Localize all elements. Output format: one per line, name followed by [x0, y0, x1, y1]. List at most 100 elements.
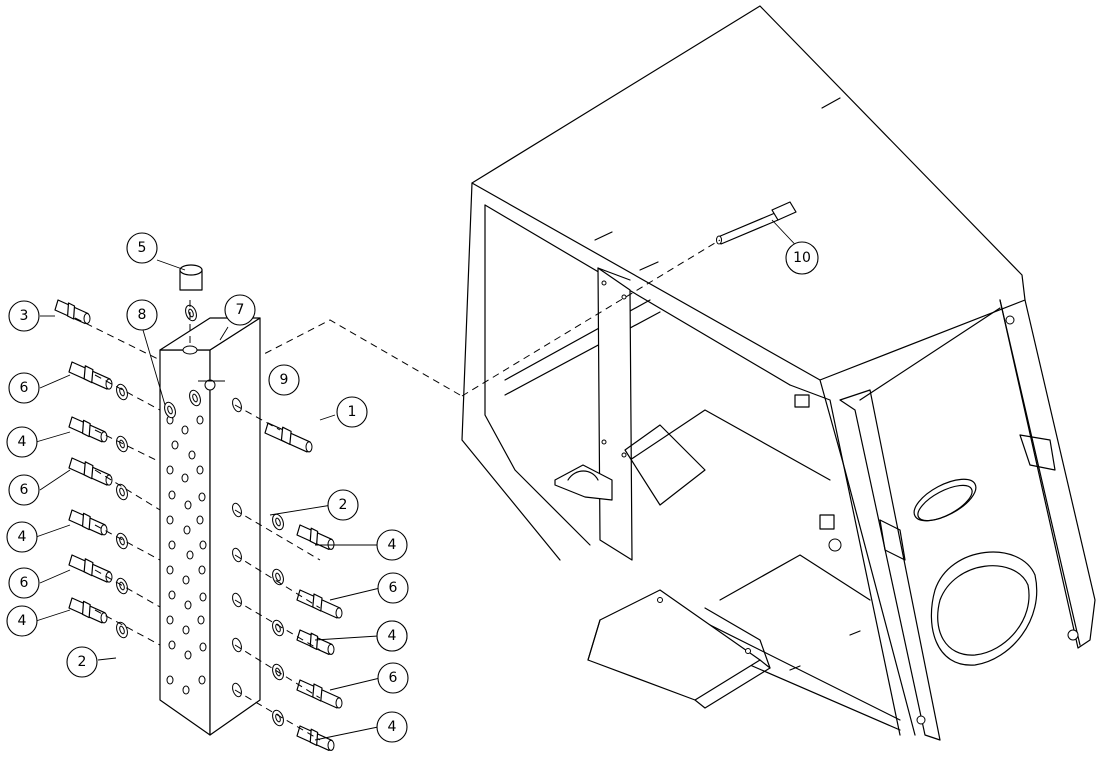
callout-c5: 5 — [126, 232, 158, 264]
fitting — [296, 679, 343, 709]
callout-label: 2 — [339, 497, 348, 513]
callout-c6b: 6 — [8, 474, 40, 506]
port-hole — [166, 675, 174, 685]
port-hole — [168, 490, 176, 500]
washer — [116, 532, 128, 550]
callout-c4g: 4 — [376, 620, 408, 652]
callout-label: 6 — [389, 670, 398, 686]
washer — [116, 621, 128, 639]
port-hole — [182, 575, 190, 585]
fitting — [296, 589, 343, 619]
washer — [116, 435, 128, 453]
housing — [461, 5, 1096, 741]
washer — [272, 709, 284, 727]
fitting — [68, 361, 113, 390]
side-port-hole — [232, 397, 242, 413]
port-hole — [196, 465, 204, 475]
port-hole — [186, 550, 194, 560]
washer — [116, 577, 128, 595]
port-hole — [199, 592, 207, 602]
callout-circle — [376, 620, 408, 652]
port-hole — [188, 450, 196, 460]
callout-label: 7 — [236, 302, 245, 318]
side-port-hole — [232, 637, 242, 653]
callouts: 1223444444456666678910 — [6, 219, 819, 743]
port-hole — [182, 625, 190, 635]
washer — [116, 483, 128, 501]
port-hole — [166, 515, 174, 525]
port-hole — [196, 415, 204, 425]
callout-label: 6 — [20, 380, 29, 396]
callout-circle — [6, 521, 38, 553]
callout-circle — [126, 232, 158, 264]
callout-label: 6 — [20, 482, 29, 498]
washer — [189, 389, 201, 407]
callout-c7: 7 — [224, 294, 256, 326]
callout-circle — [785, 241, 819, 275]
callout-circle — [336, 396, 368, 428]
callout-circle — [6, 605, 38, 637]
port-hole — [181, 473, 189, 483]
port-hole — [166, 465, 174, 475]
callout-label: 1 — [348, 404, 357, 420]
plug — [179, 264, 203, 291]
port-hole — [197, 615, 205, 625]
port-hole — [198, 492, 206, 502]
callout-label: 3 — [20, 308, 29, 324]
callout-label: 4 — [18, 529, 27, 545]
side-port-hole — [232, 502, 242, 518]
port-hole — [182, 685, 190, 695]
fitting — [68, 509, 108, 536]
washer — [272, 568, 284, 586]
port-hole — [198, 565, 206, 575]
callout-label: 6 — [389, 580, 398, 596]
callout-c4c: 4 — [376, 711, 408, 743]
callout-circle — [8, 567, 40, 599]
fitting — [296, 524, 335, 550]
callout-circle — [268, 364, 300, 396]
port-hole — [184, 500, 192, 510]
port-hole — [199, 642, 207, 652]
callout-circle — [224, 294, 256, 326]
fitting — [68, 554, 113, 583]
side-port-hole — [232, 592, 242, 608]
port-hole — [171, 440, 179, 450]
callout-circle — [6, 426, 38, 458]
port-hole — [184, 600, 192, 610]
callout-label: 4 — [388, 719, 397, 735]
callout-c4d: 4 — [6, 426, 38, 458]
callout-label: 10 — [793, 250, 811, 266]
callout-c9: 9 — [268, 364, 300, 396]
fitting — [68, 457, 113, 486]
callout-circle — [8, 372, 40, 404]
callout-label: 4 — [18, 613, 27, 629]
side-port-hole — [232, 547, 242, 563]
callout-circle — [376, 711, 408, 743]
port-hole — [166, 615, 174, 625]
callout-circle — [126, 299, 158, 331]
center-lines — [74, 239, 721, 741]
callout-c10: 10 — [785, 241, 819, 275]
side-port-hole — [232, 682, 242, 698]
callout-circle — [377, 662, 409, 694]
fitting — [296, 629, 335, 655]
fitting — [264, 422, 313, 453]
washer — [272, 513, 284, 531]
callout-c2b: 2 — [66, 646, 98, 678]
manifold-port-holes — [166, 397, 242, 698]
callout-label: 4 — [388, 628, 397, 644]
port-hole — [168, 640, 176, 650]
callout-c6a: 6 — [8, 372, 40, 404]
callout-c8: 8 — [126, 299, 158, 331]
port-hole — [198, 675, 206, 685]
callout-c6e: 6 — [377, 662, 409, 694]
callout-label: 6 — [20, 575, 29, 591]
callout-circle — [327, 489, 359, 521]
bolt — [716, 201, 797, 245]
fitting — [54, 299, 91, 325]
callout-c6d: 6 — [377, 572, 409, 604]
callout-label: 9 — [280, 372, 289, 388]
callout-label: 2 — [78, 654, 87, 670]
callout-label: 8 — [138, 307, 147, 323]
